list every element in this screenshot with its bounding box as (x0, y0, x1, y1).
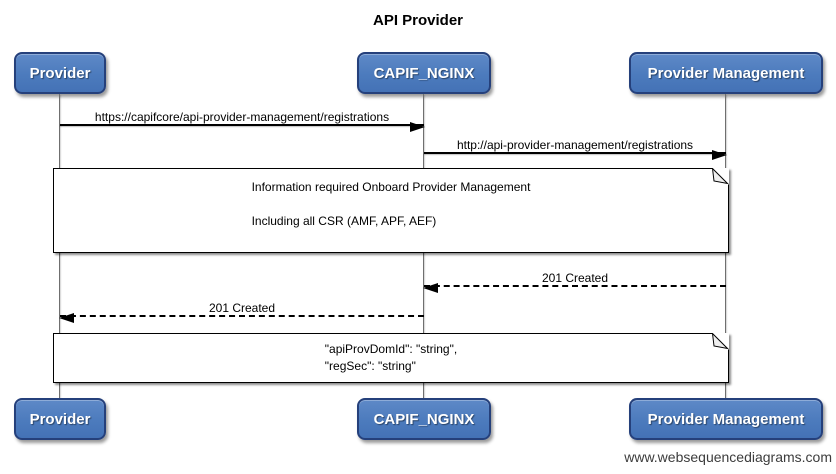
note-text-block: "apiProvDomId": "string", "regSec": "str… (325, 341, 457, 375)
actor-label: CAPIF_NGINX (373, 64, 475, 82)
actor-box-provider-top: Provider (14, 52, 106, 94)
actor-label: CAPIF_NGINX (373, 410, 475, 428)
watermark-websequencediagrams: www.websequencediagrams.com (624, 449, 832, 465)
message-label: 201 Created (541, 271, 609, 285)
message-201-created-pm-to-capif: 201 Created (423, 269, 726, 293)
actor-box-capif-nginx-bottom: CAPIF_NGINX (357, 398, 491, 440)
message-onboard-request: https://capifcore/api-provider-managemen… (60, 108, 425, 132)
note-onboard-info: Information required Onboard Provider Ma… (53, 168, 729, 253)
actor-label: Provider (29, 64, 91, 82)
actor-box-provider-management-top: Provider Management (629, 52, 823, 94)
message-line (60, 124, 424, 126)
message-line (424, 152, 726, 154)
message-label: 201 Created (208, 301, 276, 315)
note-text-block: Information required Onboard Provider Ma… (252, 179, 531, 230)
message-line (60, 315, 424, 317)
message-line (424, 285, 726, 287)
actor-label: Provider Management (647, 64, 805, 82)
note-line: Information required Onboard Provider Ma… (251, 180, 531, 194)
note-response-body: "apiProvDomId": "string", "regSec": "str… (53, 333, 729, 383)
arrowhead-left-icon (423, 283, 438, 293)
arrowhead-right-icon (712, 150, 727, 160)
message-label: http://api-provider-management/registrat… (456, 138, 694, 152)
message-forward-request: http://api-provider-management/registrat… (424, 136, 727, 160)
note-fold-corner-icon (712, 168, 729, 185)
arrowhead-right-icon (410, 122, 425, 132)
note-line: "regSec": "string" (324, 359, 416, 373)
note-line: Including all CSR (AMF, APF, AEF) (251, 214, 437, 228)
actor-box-capif-nginx-top: CAPIF_NGINX (357, 52, 491, 94)
message-label: https://capifcore/api-provider-managemen… (94, 110, 390, 124)
message-201-created-capif-to-provider: 201 Created (59, 299, 424, 323)
diagram-title: API Provider (372, 12, 464, 29)
actor-label: Provider (29, 410, 91, 428)
actor-box-provider-bottom: Provider (14, 398, 106, 440)
note-line: "apiProvDomId": "string", (324, 342, 458, 356)
actor-label: Provider Management (647, 410, 805, 428)
actor-box-provider-management-bottom: Provider Management (629, 398, 823, 440)
note-fold-corner-icon (712, 333, 729, 350)
arrowhead-left-icon (59, 313, 74, 323)
